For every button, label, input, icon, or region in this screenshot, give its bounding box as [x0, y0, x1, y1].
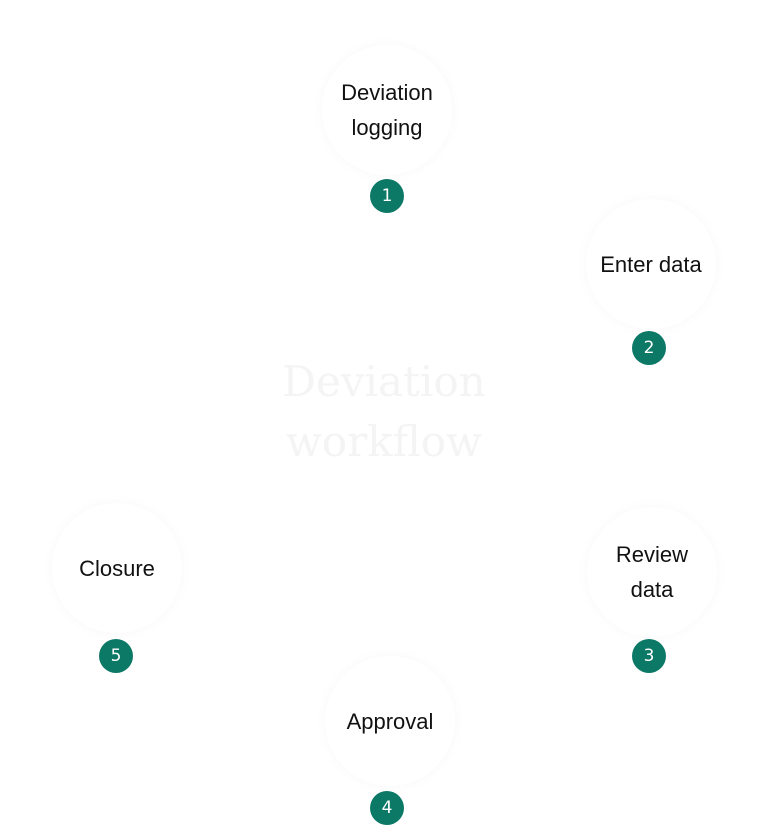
step-number-badge: 3 [632, 639, 666, 673]
step-enter-data[interactable]: Enter data [586, 199, 716, 329]
step-label: Approval [346, 708, 434, 734]
step-label: Review data [615, 542, 689, 602]
step-closure[interactable]: Closure [52, 503, 182, 633]
step-label: Closure [79, 555, 155, 581]
step-label: Enter data [600, 251, 702, 277]
workflow-title-line-1: Deviation [282, 357, 486, 406]
workflow-title-line-2: workflow [285, 417, 482, 466]
workflow-title: Deviation workflow [234, 352, 534, 472]
step-review-data[interactable]: Review data [587, 507, 717, 637]
step-deviation-logging[interactable]: Deviation logging [322, 45, 452, 175]
step-number-badge: 2 [632, 331, 666, 365]
step-approval[interactable]: Approval [325, 656, 455, 786]
step-number-badge: 5 [99, 639, 133, 673]
step-number-badge: 1 [370, 179, 404, 213]
step-number-badge: 4 [370, 791, 404, 825]
step-label: Deviation logging [341, 80, 433, 140]
